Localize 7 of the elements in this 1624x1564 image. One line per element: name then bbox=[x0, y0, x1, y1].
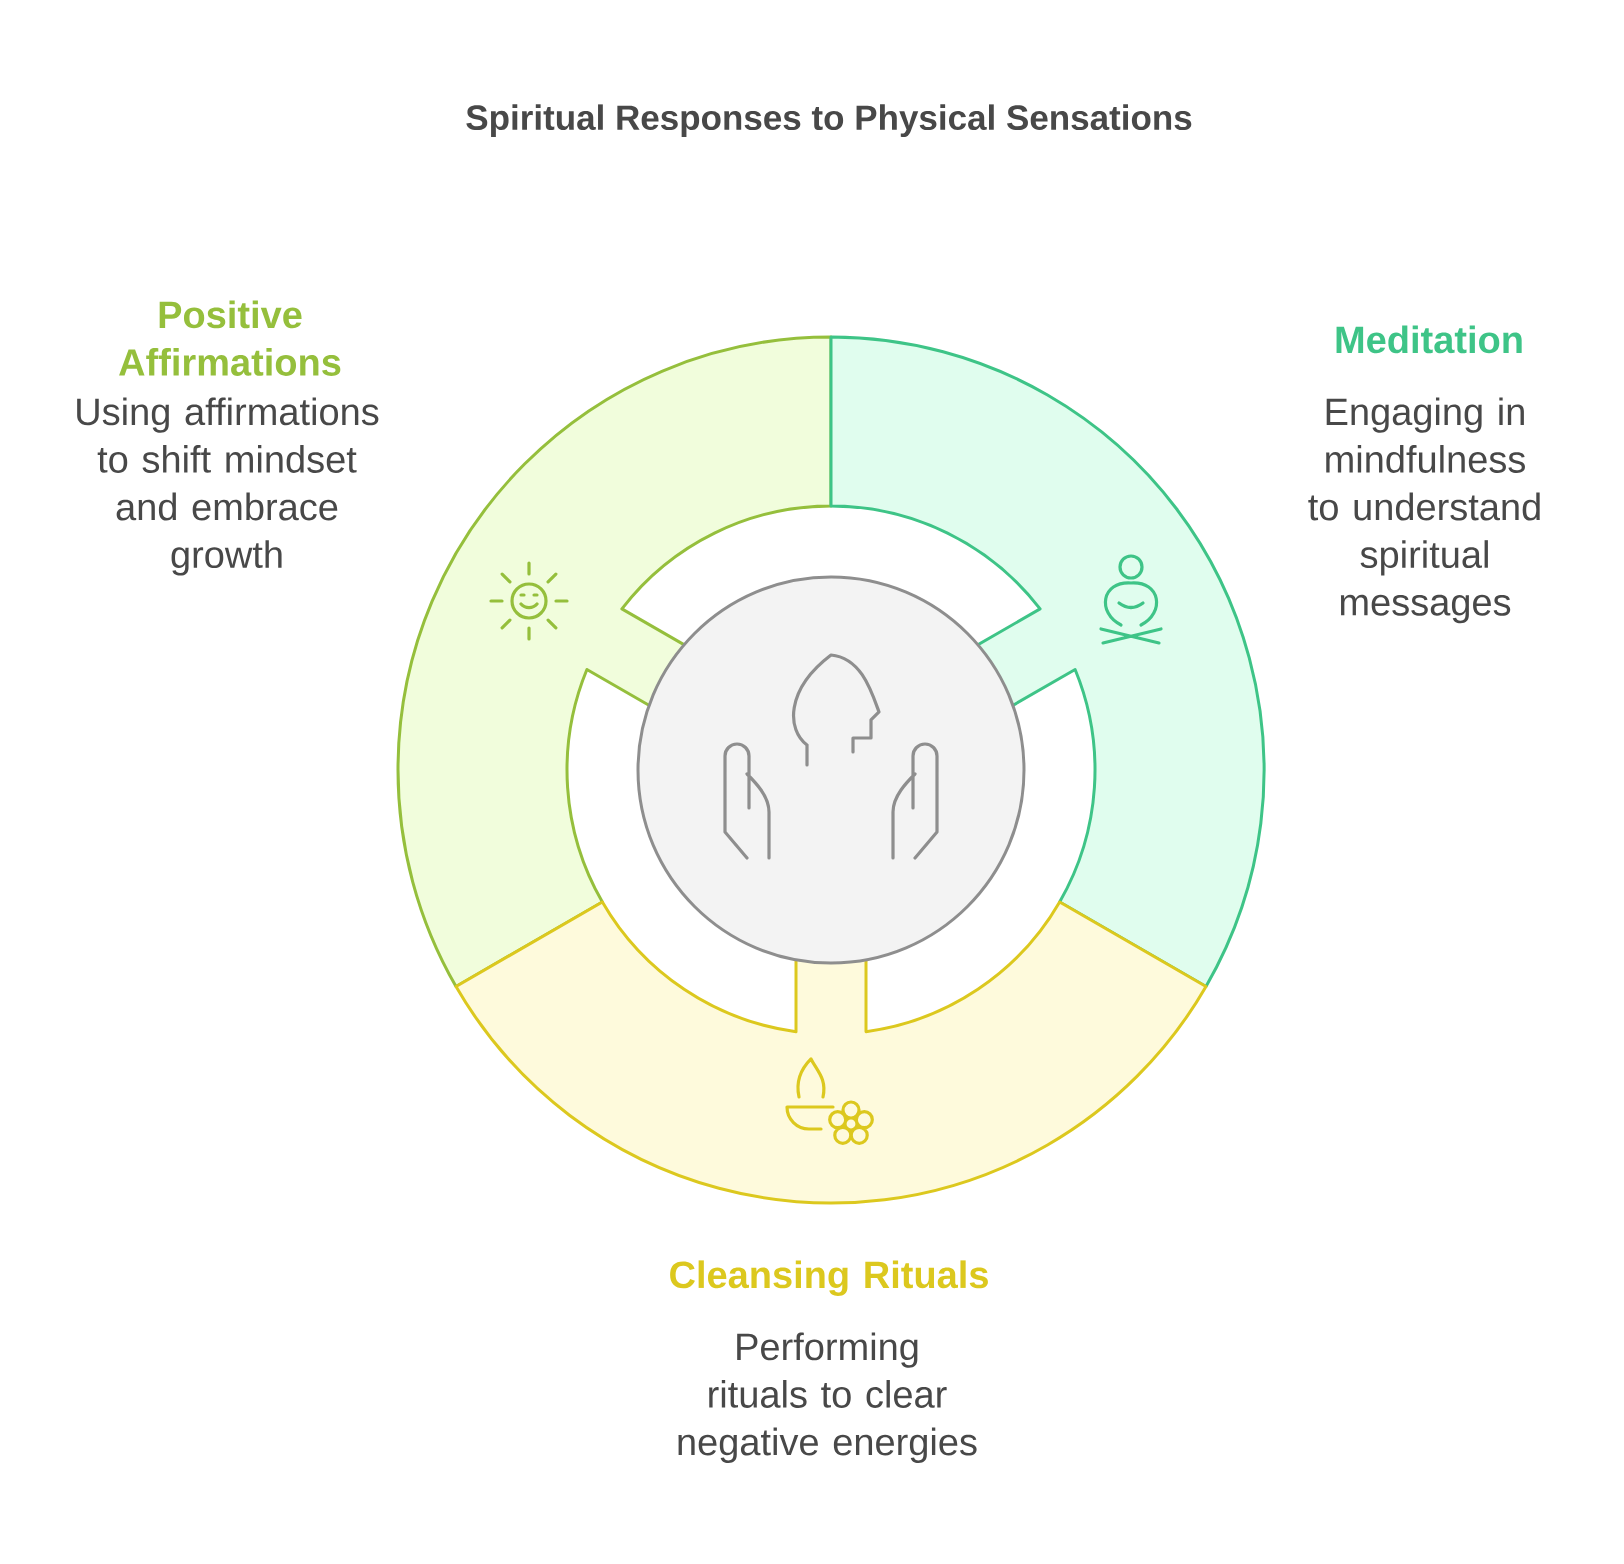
description: Using affirmations to shift mindset and embrace growth bbox=[77, 397, 379, 576]
heading: Cleansing Rituals bbox=[670, 1260, 988, 1296]
heading: Meditation bbox=[1336, 325, 1522, 354]
description: Engaging in mindfulness to understand spiritual messages bbox=[1308, 397, 1540, 624]
description: Performing rituals to clear negative energies bbox=[678, 1332, 977, 1463]
title: Spiritual Responses to Physical Sensations bbox=[466, 104, 1192, 137]
heading: Positive Affirmations bbox=[119, 300, 341, 376]
